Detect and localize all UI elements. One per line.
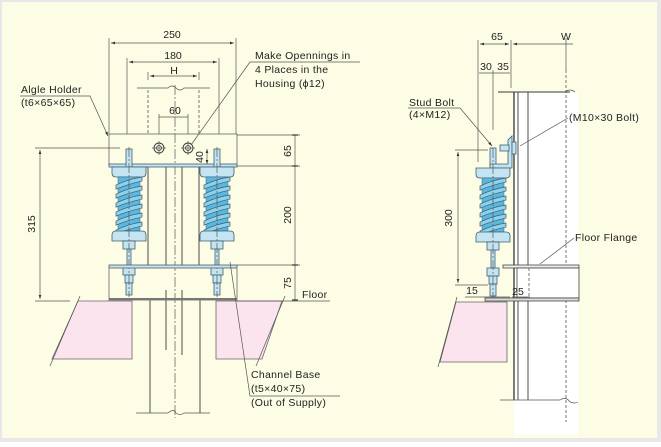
stud-bolt-label: Stud Bolt (409, 97, 454, 109)
channel-base-leader (229, 261, 340, 397)
opening-right (181, 141, 195, 155)
floor-slab-side (439, 301, 508, 363)
floor-break-left (49, 295, 81, 367)
housing-break-bottom (500, 398, 579, 404)
stud-bolt-spec: (4×M12) (409, 109, 451, 121)
dim-overall-width: 250 (163, 29, 181, 41)
floor-flange-leader (539, 237, 575, 265)
dim-spring-height: 200 (282, 206, 294, 224)
stud-bolt-leader (408, 107, 493, 147)
angle-holder-leader (20, 95, 109, 137)
dim-width: W (561, 31, 571, 43)
m10-bolt-leader (519, 117, 569, 147)
dim-side-total-height: 300 (443, 209, 455, 227)
side-view: 65 W 30 35 300 15 25 Stud Bolt (4×M12) (… (408, 31, 639, 435)
m10-bolt-label: (M10×30 Bolt) (569, 112, 639, 124)
spring-coil (479, 204, 507, 218)
column-break (136, 410, 210, 415)
base-plate (108, 264, 238, 269)
openings-leader (190, 61, 360, 146)
angle-holder-spec: (t6×65×65) (21, 97, 75, 109)
openings-label-3: Housing (ϕ12) (255, 78, 325, 90)
openings-label-2: 4 Places in the (255, 64, 328, 76)
bolt-head (511, 141, 517, 155)
dim-gap-a: 15 (466, 285, 478, 297)
dim-total-height: 315 (26, 215, 38, 233)
spring-isolator-left (111, 147, 147, 297)
housing-wall (514, 92, 578, 435)
flange-base (484, 297, 580, 302)
spring-isolator-right (199, 147, 235, 297)
floor-flange-label: Floor Flange (575, 232, 638, 244)
front-view: 250 180 H 60 40 65 200 75 Floor (20, 29, 360, 418)
channel-base-spec: (t5×40×75) (251, 383, 305, 395)
dim-bolt-spacing: 180 (164, 50, 182, 62)
dim-offset: 65 (491, 31, 503, 43)
dim-hole-height: 40 (194, 151, 206, 163)
dim-base-height: 75 (282, 277, 294, 289)
floor-break-right (255, 295, 286, 367)
dim-gap-b: 25 (512, 286, 524, 298)
dim-offset-b: 35 (497, 61, 509, 73)
spring-coil (203, 203, 231, 217)
floor-break-side (437, 296, 458, 368)
housing-break (137, 85, 210, 91)
openings-label-1: Make Opennings in (255, 50, 351, 62)
spring-isolator-side (475, 148, 511, 298)
top-plate (108, 163, 238, 168)
m10-bolt (499, 144, 510, 152)
floor-flange (502, 264, 580, 269)
dim-hole-spacing: 60 (169, 105, 181, 117)
floor-label: Floor (302, 289, 328, 301)
dim-offset-a: 30 (480, 61, 492, 73)
dim-housing-width: H (170, 65, 178, 77)
angle-holder-label: Algle Holder (21, 84, 82, 96)
spring-coil (115, 203, 143, 217)
channel-base-label: Channel Base (251, 369, 321, 381)
dim-ticks (292, 134, 298, 301)
flange-channel (516, 267, 580, 299)
dim-holder-height: 65 (282, 145, 294, 157)
opening-left (152, 141, 166, 155)
channel-base-note: (Out of Supply) (251, 397, 326, 409)
